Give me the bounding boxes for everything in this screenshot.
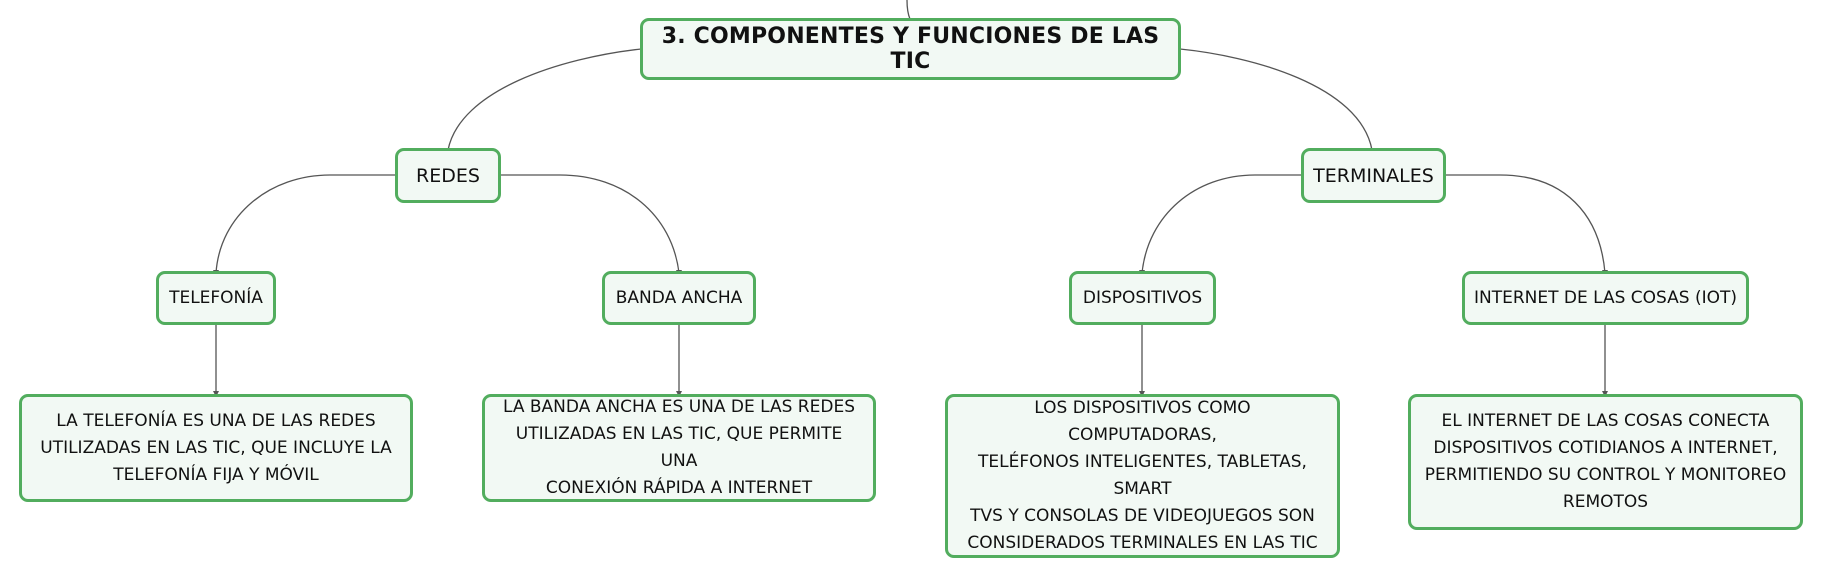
topic-banda-ancha-label: BANDA ANCHA <box>615 288 743 308</box>
detail-text-line: TVS Y CONSOLAS DE VIDEOJUEGOS SON <box>970 506 1315 526</box>
detail-text-line: LA TELEFONÍA ES UNA DE LAS REDES <box>56 410 376 431</box>
detail-banda-ancha[interactable]: LA BANDA ANCHA ES UNA DE LAS REDES UTILI… <box>482 394 876 502</box>
connector-redes-to-telefonia <box>215 174 396 274</box>
topic-iot-label: INTERNET DE LAS COSAS (IOT) <box>1473 288 1738 308</box>
root-topic[interactable]: 3. COMPONENTES Y FUNCIONES DE LAS TIC <box>640 18 1181 80</box>
detail-dispositivos[interactable]: LOS DISPOSITIVOS COMO COMPUTADORAS, TELÉ… <box>945 394 1340 558</box>
detail-iot-text: EL INTERNET DE LAS COSAS CONECTA DISPOSI… <box>1425 408 1787 516</box>
connector-terminales-to-iot <box>1445 174 1606 274</box>
detail-text-line: EL INTERNET DE LAS COSAS CONECTA <box>1441 411 1770 431</box>
detail-text-line: UTILIZADAS EN LAS TIC, QUE INCLUYE LA <box>40 437 392 458</box>
topic-banda-ancha[interactable]: BANDA ANCHA <box>602 271 756 325</box>
detail-dispositivos-text: LOS DISPOSITIVOS COMO COMPUTADORAS, TELÉ… <box>958 395 1327 557</box>
connector-terminales-to-dispositivos <box>1141 174 1302 274</box>
detail-banda-ancha-text: LA BANDA ANCHA ES UNA DE LAS REDES UTILI… <box>495 394 863 502</box>
detail-text-line: DISPOSITIVOS COTIDIANOS A INTERNET, <box>1433 438 1778 458</box>
detail-text-line: LOS DISPOSITIVOS COMO COMPUTADORAS, <box>1034 398 1251 445</box>
connector-redes-to-banda-ancha <box>500 174 680 274</box>
detail-text-line: TELEFONÍA FIJA Y MÓVIL <box>113 464 319 485</box>
detail-text-line: CONSIDERADOS TERMINALES EN LAS TIC <box>967 533 1318 553</box>
connector-parent-to-root <box>906 0 911 20</box>
connector-root-to-terminales <box>1179 48 1373 151</box>
root-topic-label: 3. COMPONENTES Y FUNCIONES DE LAS TIC <box>661 24 1160 74</box>
detail-text-line: REMOTOS <box>1562 492 1649 512</box>
detail-text-line: PERMITIENDO SU CONTROL Y MONITOREO <box>1424 465 1787 485</box>
detail-telefonia[interactable]: LA TELEFONÍA ES UNA DE LAS REDES UTILIZA… <box>19 394 413 502</box>
detail-text-line: LA BANDA ANCHA ES UNA DE LAS REDES <box>503 397 855 417</box>
topic-telefonia[interactable]: TELEFONÍA <box>156 271 276 325</box>
detail-text-line: CONEXIÓN RÁPIDA A INTERNET <box>545 478 813 498</box>
branch-terminales[interactable]: TERMINALES <box>1301 148 1446 203</box>
branch-redes[interactable]: REDES <box>395 148 501 203</box>
connector-root-to-redes <box>447 48 642 151</box>
connector-arrowheads <box>213 270 1608 397</box>
topic-telefonia-label: TELEFONÍA <box>169 288 263 308</box>
topic-iot[interactable]: INTERNET DE LAS COSAS (IOT) <box>1462 271 1749 325</box>
detail-text-line: UTILIZADAS EN LAS TIC, QUE PERMITE UNA <box>515 424 843 471</box>
topic-dispositivos-label: DISPOSITIVOS <box>1082 288 1203 308</box>
topic-dispositivos[interactable]: DISPOSITIVOS <box>1069 271 1216 325</box>
detail-iot[interactable]: EL INTERNET DE LAS COSAS CONECTA DISPOSI… <box>1408 394 1803 530</box>
detail-text-line: TELÉFONOS INTELIGENTES, TABLETAS, SMART <box>978 452 1307 499</box>
detail-telefonia-text: LA TELEFONÍA ES UNA DE LAS REDES UTILIZA… <box>40 408 392 489</box>
branch-terminales-label: TERMINALES <box>1313 164 1434 187</box>
branch-redes-label: REDES <box>416 164 480 187</box>
